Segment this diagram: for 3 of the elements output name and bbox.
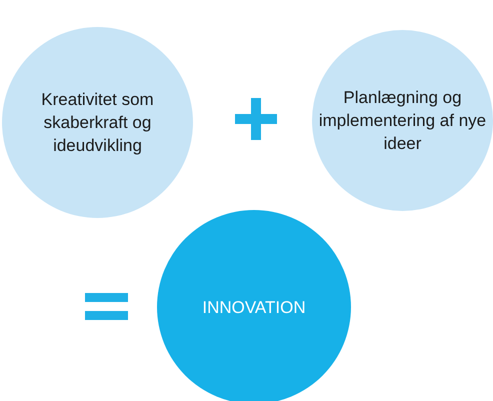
circle-label: Planlægning og implementering af nye ideer xyxy=(318,87,488,155)
circle-label: INNOVATION xyxy=(202,296,306,318)
circle-label: Kreativitet som skaberkraft og ideudvikling xyxy=(40,89,155,157)
